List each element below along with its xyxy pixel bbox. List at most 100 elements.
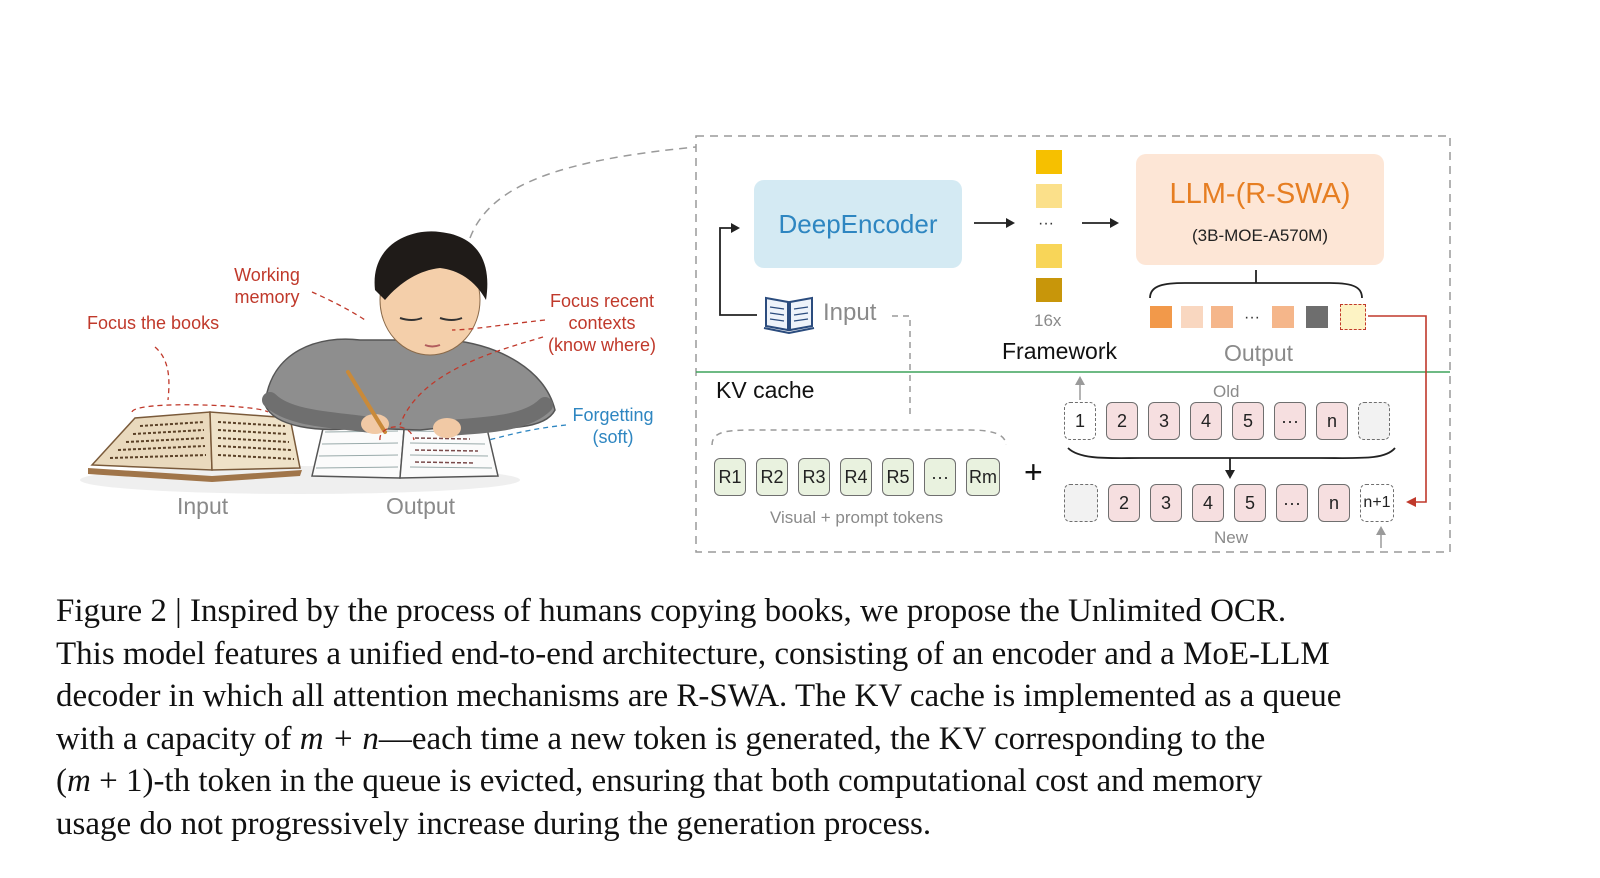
output-token-square — [1211, 306, 1233, 328]
callout-focus-books — [154, 346, 170, 401]
llm-box: LLM-(R-SWA) (3B-MOE-A570M) — [1136, 154, 1384, 265]
input-to-kv-dashed — [892, 315, 911, 416]
boy-copying-book-illustration — [80, 146, 697, 494]
callout-focus-recent — [451, 319, 546, 331]
deepencoder-box: DeepEncoder — [754, 180, 962, 268]
old-token-3: 3 — [1148, 402, 1180, 440]
old-label: Old — [1213, 382, 1240, 401]
output-token-square — [1181, 306, 1203, 328]
caption-math: m + n — [299, 720, 379, 757]
output-token-square — [1272, 306, 1294, 328]
kv-cache-title: KV cache — [716, 377, 815, 403]
notebook-icon — [311, 417, 499, 479]
callout-book-bracket — [131, 404, 269, 413]
plus-sign: + — [1024, 454, 1043, 490]
r-token-r5: R5 — [882, 458, 914, 496]
caption-line-1: Figure 2 | Inspired by the process of hu… — [56, 590, 1488, 633]
figure-caption: Figure 2 | Inspired by the process of hu… — [56, 590, 1488, 845]
new-token-ellipsis: ··· — [1276, 484, 1308, 522]
boy-sweater — [264, 338, 556, 431]
label-forgetting-line1: Forgetting — [572, 405, 654, 425]
r-token-r2: R2 — [756, 458, 788, 496]
left-arm — [262, 392, 378, 433]
boy-hair — [374, 231, 488, 300]
output-token-row — [1150, 304, 1370, 330]
label-working-memory-line2: memory — [234, 287, 300, 307]
label-focus-books: Focus the books — [87, 313, 220, 333]
label-focus-recent-line3: (know where) — [547, 335, 657, 355]
connector-dashed-line — [469, 146, 697, 239]
caption-line-5: (m + 1)-th token in the queue is evicted… — [56, 760, 1488, 803]
next-output-token-square — [1340, 304, 1366, 330]
visual-token-square — [1036, 278, 1062, 302]
label-illustration-output: Output — [386, 493, 456, 519]
book-icon — [763, 296, 815, 334]
caption-text: usage do not progressively increase duri… — [56, 805, 932, 842]
label-focus-recent-line2: contexts — [568, 313, 636, 333]
old-token-5: 5 — [1232, 402, 1264, 440]
r-token-r4: R4 — [840, 458, 872, 496]
caption-math: m — [67, 763, 91, 799]
callout-notebook — [379, 426, 415, 441]
open-book-icon — [88, 411, 302, 482]
r-tokens-caption: Visual + prompt tokens — [770, 508, 944, 527]
visual-token-square — [1036, 150, 1062, 174]
deepencoder-label: DeepEncoder — [778, 208, 938, 239]
old-token-1: 1 — [1064, 402, 1096, 440]
callout-working-memory — [311, 291, 366, 321]
new-token-n+1: n+1 — [1360, 484, 1394, 522]
old-token-ellipsis: ··· — [1274, 402, 1306, 440]
r-token-ellipsis: ··· — [924, 458, 956, 496]
new-token-3: 3 — [1150, 484, 1182, 522]
caption-text: This model features a unified end-to-end… — [56, 635, 1330, 672]
r-token-r1: R1 — [714, 458, 746, 496]
caption-text: decoder in which all attention mechanism… — [56, 678, 1342, 714]
framework-label: Framework — [1002, 338, 1118, 364]
framework-input-label: Input — [823, 299, 877, 326]
caption-line-6: usage do not progressively increase duri… — [56, 803, 1488, 846]
callout-focus-recent-2 — [399, 336, 544, 426]
old-token-4: 4 — [1190, 402, 1222, 440]
token-count-label: 16x — [1034, 311, 1062, 330]
caption-text: Figure 2 | Inspired by the process of hu… — [56, 593, 1287, 629]
new-token-empty — [1064, 484, 1098, 522]
output-brace — [1149, 282, 1363, 299]
caption-text: —each time a new token is generated, the… — [378, 720, 1266, 757]
label-focus-recent-line1: Focus recent — [549, 291, 655, 311]
new-token-n: n — [1318, 484, 1350, 522]
visual-token-square — [1036, 244, 1062, 268]
new-token-2: 2 — [1108, 484, 1140, 522]
caption-line-3: decoder in which all attention mechanism… — [56, 675, 1488, 718]
label-focus-recent: Focus recent contexts (know where) — [540, 290, 664, 356]
pencil-icon — [346, 370, 387, 434]
caption-line-2: This model features a unified end-to-end… — [56, 633, 1488, 676]
old-token-2: 2 — [1106, 402, 1138, 440]
llm-subtitle: (3B-MOE-A570M) — [1191, 226, 1329, 245]
new-token-5: 5 — [1234, 484, 1266, 522]
visual-token-stack — [1036, 150, 1062, 302]
output-token-square — [1150, 306, 1172, 328]
label-forgetting: Forgetting (soft) — [566, 404, 660, 448]
llm-title: LLM-(R-SWA) — [1169, 178, 1351, 210]
output-ellipsis: ··· — [1244, 309, 1260, 326]
output-token-square — [1306, 306, 1328, 328]
r-token-r3: R3 — [798, 458, 830, 496]
old-token-empty — [1358, 402, 1390, 440]
label-working-memory-line1: Working — [234, 265, 300, 285]
label-illustration-input: Input — [177, 493, 229, 519]
r-token-rm: Rm — [966, 458, 1000, 496]
right-hand — [433, 418, 461, 438]
label-forgetting-line2: (soft) — [592, 427, 634, 447]
r-tokens-bracket — [711, 429, 1007, 446]
label-working-memory: Working memory — [222, 264, 312, 308]
output-label: Output — [1224, 340, 1294, 366]
caption-text: with a capacity of — [56, 720, 300, 757]
caption-line-4: with a capacity of m + n—each time a new… — [56, 718, 1488, 761]
old-new-brace — [1067, 447, 1396, 460]
callout-forgetting — [487, 424, 567, 441]
token-ellipsis: ··· — [1038, 215, 1054, 232]
new-token-4: 4 — [1192, 484, 1224, 522]
old-token-n: n — [1316, 402, 1348, 440]
caption-text: + 1)-th token in the queue is evicted, e… — [90, 763, 1263, 799]
